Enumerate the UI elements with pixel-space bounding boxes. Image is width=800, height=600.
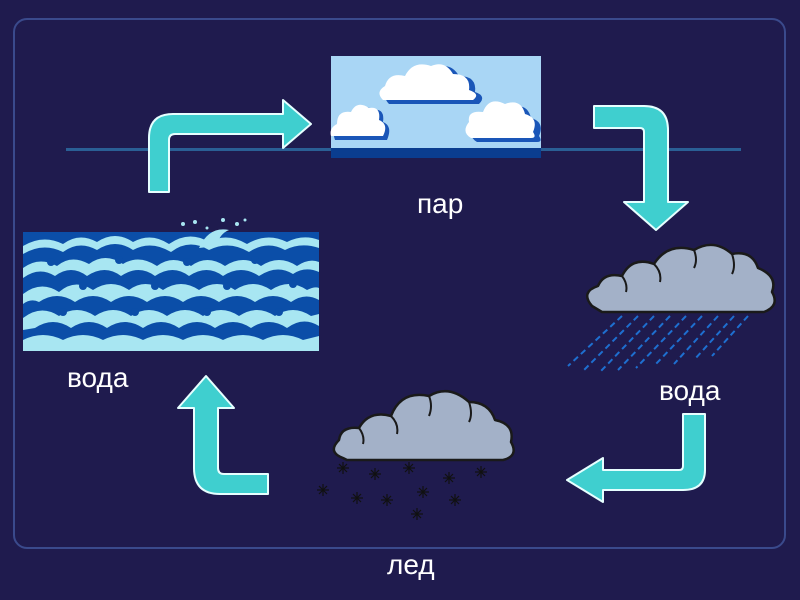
slide-frame: [13, 18, 786, 549]
arrow-left-up-icon: [177, 375, 269, 495]
ocean-waves-icon: [23, 218, 319, 351]
label-ice: лед: [387, 549, 435, 580]
label-water-right: вода: [659, 375, 721, 406]
label-steam: пар: [417, 188, 464, 219]
sky-with-clouds-icon: [330, 56, 541, 158]
label-water-left: вода: [67, 362, 129, 393]
arrow-down-left-icon: [566, 413, 706, 503]
arrow-right-down-icon: [593, 105, 689, 231]
snow-cloud-icon: [317, 389, 515, 520]
arrow-up-right-icon: [148, 99, 312, 193]
rain-cloud-icon: [567, 243, 776, 373]
